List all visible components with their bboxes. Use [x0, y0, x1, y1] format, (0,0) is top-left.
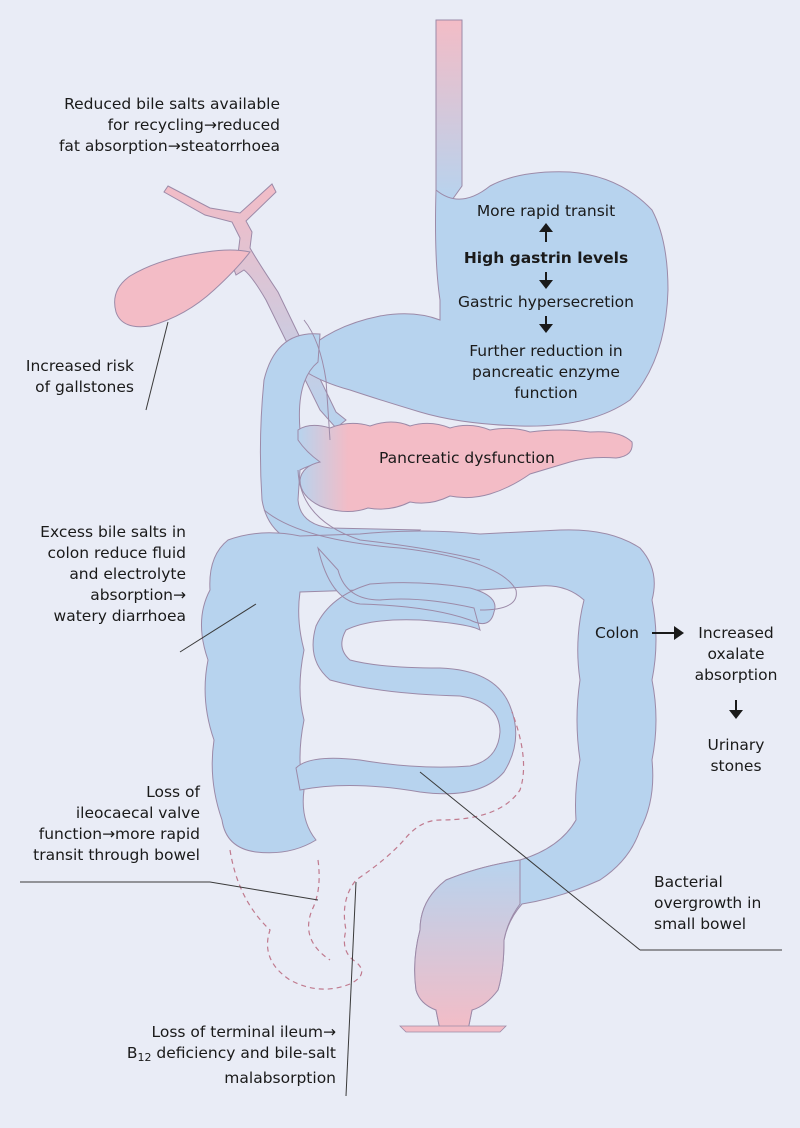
leader-excess-bile	[179, 603, 257, 653]
excess-bile-line-4: absorption→	[90, 586, 186, 604]
excess-bile-line-5: watery diarrhoea	[53, 607, 186, 625]
bacterial-line-3: small bowel	[654, 915, 747, 933]
label-rapid-transit: More rapid transit	[446, 201, 646, 222]
label-bacterial: Bacterial overgrowth in small bowel	[654, 872, 761, 935]
terminal-ileum-line-2-rest: deficiency and bile-salt	[151, 1044, 336, 1062]
ileocaecal-line-1: Loss of	[146, 783, 200, 801]
label-oxalate: Increased oxalate absorption	[686, 623, 786, 686]
label-colon: Colon	[595, 623, 639, 644]
urinary-line-1: Urinary	[707, 736, 765, 754]
gallstones-line-2: of gallstones	[35, 378, 134, 396]
label-bile-salts: Reduced bile salts available for recycli…	[59, 94, 280, 157]
terminal-ileum-line-1: Loss of terminal ileum→	[151, 1023, 336, 1041]
ileocaecal-line-4: transit through bowel	[33, 846, 200, 864]
small-bowel	[295, 546, 517, 795]
rapid-transit-text: More rapid transit	[476, 202, 616, 220]
enzyme-line-1: Further reduction in	[469, 342, 623, 360]
loop-outlines	[263, 319, 517, 611]
label-enzyme-reduction: Further reduction in pancreatic enzyme f…	[446, 341, 646, 404]
arrow-down-urinary	[729, 700, 743, 719]
gallstones-line-1: Increased risk	[25, 357, 134, 375]
b12-base: B	[126, 1044, 138, 1062]
bile-salts-line-3: fat absorption→steatorrhoea	[58, 137, 280, 155]
leader-ileocaecal	[20, 881, 319, 901]
rectum	[414, 859, 521, 1031]
label-gallstones: Increased risk of gallstones	[26, 356, 134, 398]
arrow-down-enzyme	[539, 316, 553, 333]
arrow-right-colon	[652, 626, 684, 640]
pancreatic-text: Pancreatic dysfunction	[379, 449, 555, 467]
enzyme-line-2: pancreatic enzyme	[472, 363, 620, 381]
leader-gallstones	[145, 321, 169, 411]
urinary-line-2: stones	[710, 757, 762, 775]
gallbladder	[114, 249, 251, 328]
leader-bacterial-a	[419, 771, 641, 951]
label-hypersecretion: Gastric hypersecretion	[446, 292, 646, 313]
bacterial-line-2: overgrowth in	[654, 894, 762, 912]
oxalate-line-1: Increased	[698, 624, 774, 642]
gastrin-text: High gastrin levels	[463, 249, 629, 267]
bacterial-line-1: Bacterial	[654, 873, 723, 891]
resected-ileum-outline-inner	[308, 859, 331, 961]
oesophagus	[435, 19, 463, 201]
leader-terminal-ileum	[345, 881, 357, 1097]
excess-bile-line-3: and electrolyte	[69, 565, 186, 583]
bile-salts-line-2: for recycling→reduced	[107, 116, 280, 134]
label-urinary: Urinary stones	[686, 735, 786, 777]
label-pancreatic: Pancreatic dysfunction	[379, 448, 555, 469]
anal-canal	[399, 1025, 507, 1033]
excess-bile-line-1: Excess bile salts in	[40, 523, 186, 541]
terminal-ileum-line-2: B12 deficiency and bile-salt	[127, 1043, 336, 1068]
terminal-ileum-line-3: malabsorption	[224, 1069, 336, 1087]
pancreas	[297, 421, 633, 512]
ileocaecal-line-2: ileocaecal valve	[75, 804, 200, 822]
arrows	[539, 223, 743, 719]
arrow-up-rapid-transit	[539, 223, 553, 242]
arrow-down-hypersecretion	[539, 272, 553, 289]
ileocaecal-line-3: function→more rapid	[38, 825, 200, 843]
leader-lines	[20, 321, 782, 1097]
resected-ileum-outline	[229, 711, 525, 990]
bile-salts-line-1: Reduced bile salts available	[64, 95, 280, 113]
colon-text: Colon	[595, 624, 639, 642]
oxalate-line-3: absorption	[694, 666, 778, 684]
stomach	[280, 171, 669, 427]
label-ileocaecal: Loss of ileocaecal valve function→more r…	[33, 782, 200, 866]
hypersecretion-text: Gastric hypersecretion	[458, 293, 634, 311]
label-excess-bile: Excess bile salts in colon reduce fluid …	[40, 522, 186, 627]
enzyme-line-3: function	[514, 384, 578, 402]
b12-subscript: 12	[137, 1051, 152, 1064]
label-terminal-ileum: Loss of terminal ileum→ B12 deficiency a…	[127, 1022, 336, 1089]
excess-bile-line-2: colon reduce fluid	[47, 544, 187, 562]
oxalate-line-2: oxalate	[707, 645, 765, 663]
label-gastrin: High gastrin levels	[446, 248, 646, 269]
